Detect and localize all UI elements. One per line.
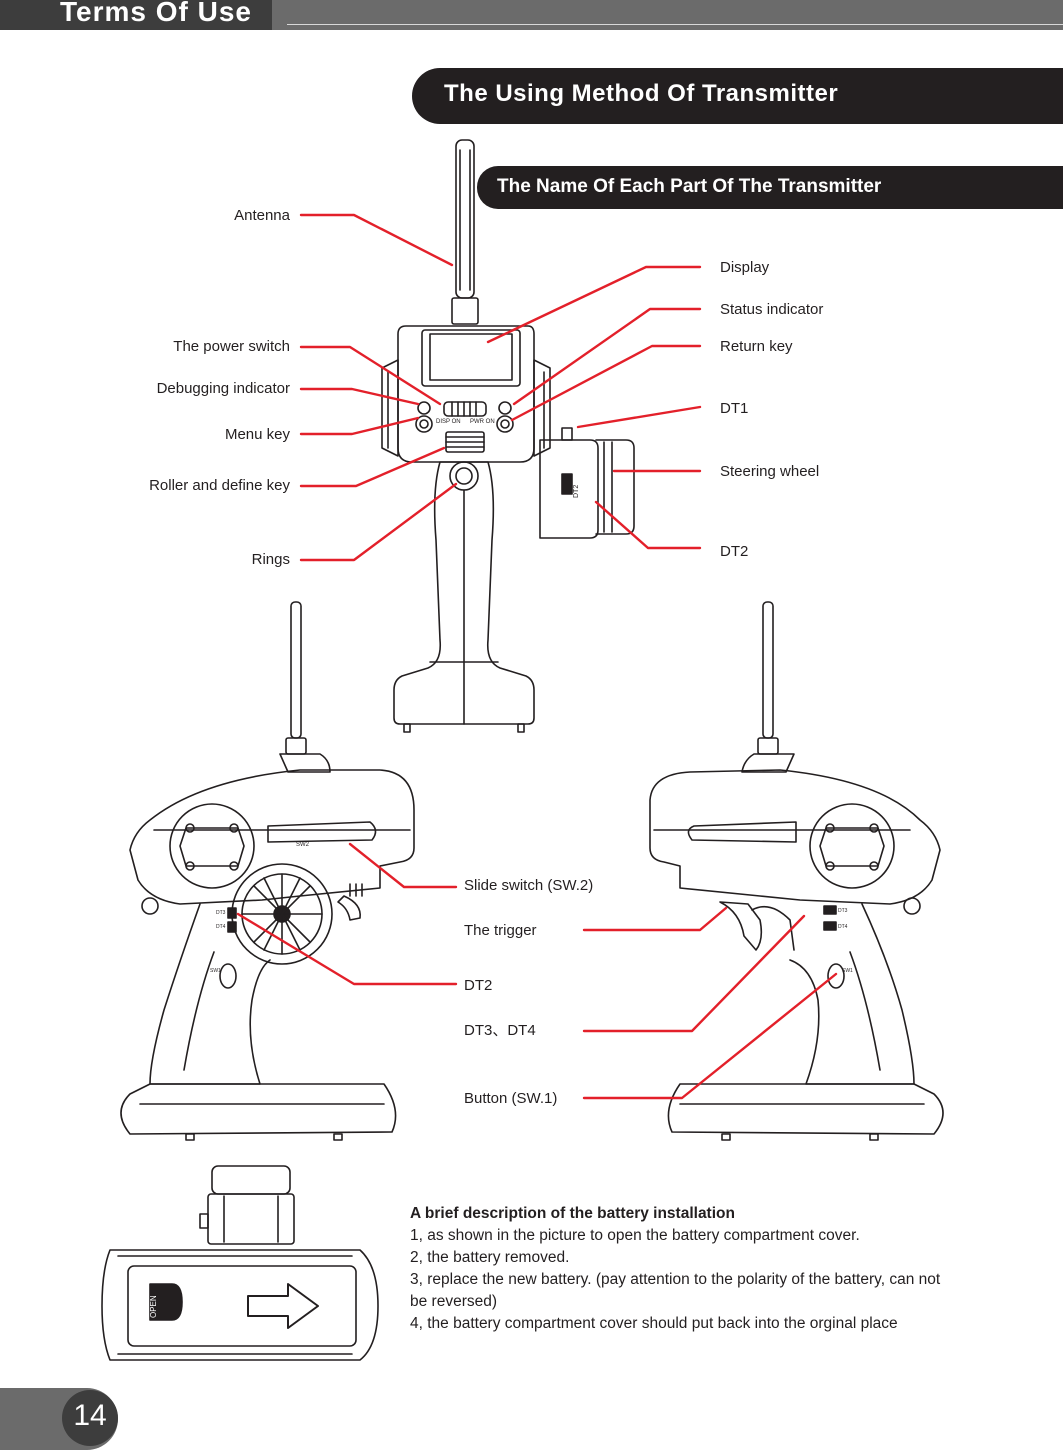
header-tab [0,0,272,30]
callout-power-switch [299,345,442,406]
front-view-transmitter [381,139,635,733]
callout-dt3-dt4 [582,914,806,1033]
bottom-view-transmitter [101,1165,379,1361]
open-mark: OPEN [149,1295,158,1318]
dt4-mark-left: DT4 [216,924,226,930]
dt3-mark-right: DT3 [838,908,848,914]
label-power-switch: The power switch [173,338,290,355]
callout-lines [236,213,838,1100]
callout-status-indicator [512,307,702,406]
callout-button [582,972,838,1100]
label-slide-switch: Slide switch (SW.2) [464,877,594,894]
battery-step-1: 1, as shown in the picture to open the b… [410,1227,860,1244]
sub-banner-title: The Name Of Each Part Of The Transmitter [497,176,882,197]
callout-rings [299,482,458,562]
battery-title: A brief description of the battery insta… [410,1205,735,1222]
sub-banner: The Name Of Each Part Of The Transmitter [477,166,1063,209]
callout-dt2-side [236,912,458,986]
dt4-mark-right: DT4 [838,924,848,930]
main-banner: The Using Method Of Transmitter [412,68,1063,124]
left-side-view-transmitter [120,601,415,1141]
callout-return-key [510,344,702,422]
callout-debug-indicator [299,387,420,406]
callout-roller [299,446,446,488]
label-trigger: The trigger [464,922,537,939]
sw2-mark: SW2 [296,842,310,848]
callout-slide-switch [348,842,458,889]
callout-antenna [299,213,454,267]
label-rings: Rings [251,551,290,568]
callout-dt1 [576,405,702,429]
label-button: Button (SW.1) [464,1090,558,1107]
label-menu-key: Menu key [224,426,290,443]
callout-dt2-front [594,500,702,550]
callout-trigger [582,906,728,932]
main-banner-title: The Using Method Of Transmitter [444,80,839,107]
page-number: 14 [73,1399,107,1432]
page-number-badge [62,1390,118,1446]
label-display: Display [720,259,770,276]
battery-step-3: 3, replace the new battery. (pay attenti… [410,1271,941,1310]
label-status-indicator: Status indicator [720,301,824,318]
battery-step-4: 4, the battery compartment cover should … [410,1315,898,1332]
label-debug-indicator: Debugging indicator [156,380,290,397]
right-side-view-transmitter [649,601,944,1141]
callout-display [486,265,702,344]
label-antenna: Antenna [234,207,290,224]
callout-menu-key [299,416,420,436]
battery-step-2: 2, the battery removed. [410,1249,570,1266]
label-return-key: Return key [720,338,793,355]
battery-description: A brief description of the battery insta… [410,1203,950,1335]
header-divider [287,24,1063,25]
sw1-mark-right: SW1 [842,968,853,974]
pwr-on-mark: PWR ON [470,419,495,425]
dt3-mark-left: DT3 [216,910,226,916]
label-steering-wheel: Steering wheel [720,463,820,480]
label-dt1: DT1 [720,400,749,417]
label-dt2-front: DT2 [720,543,749,560]
disp-on-mark: DISP ON [436,419,461,425]
label-roller: Roller and define key [149,477,290,494]
label-dt2-side: DT2 [464,977,493,994]
dt2-mark: DT2 [573,485,580,498]
section-title: Terms Of Use [60,0,252,27]
label-dt3-dt4: DT3、DT4 [464,1022,536,1039]
sw1-mark-left: SW1 [210,968,221,974]
